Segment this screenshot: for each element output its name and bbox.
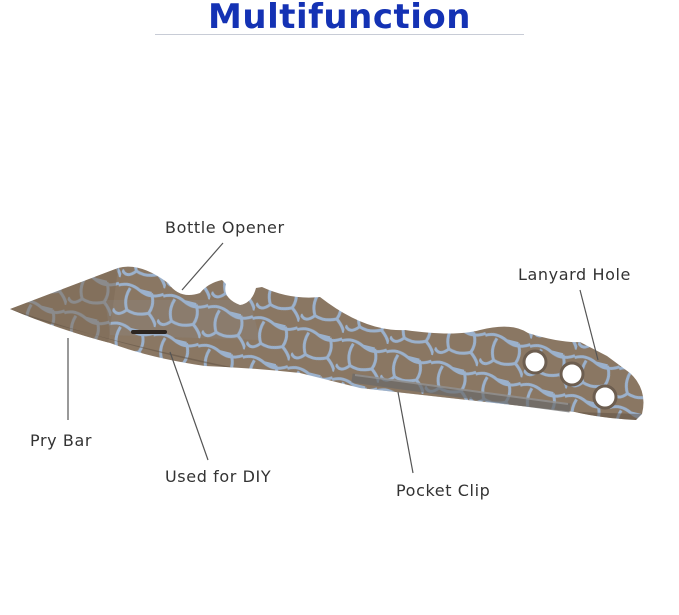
used-for-diy-leader (169, 351, 209, 461)
diy-slot (131, 330, 167, 334)
title-underline (155, 34, 524, 35)
label-pry-bar: Pry Bar (30, 431, 93, 450)
lanyard-hole-leader (579, 289, 599, 361)
bottle-opener-leader (181, 242, 224, 291)
lanyard-hole (592, 384, 618, 410)
lanyard-hole (522, 349, 548, 375)
lanyard-hole (559, 361, 585, 387)
label-lanyard-hole: Lanyard Hole (518, 265, 631, 284)
page-title: Multifunction (208, 0, 471, 37)
label-pocket-clip: Pocket Clip (396, 481, 491, 500)
pocket-clip-leader (397, 391, 414, 474)
label-used-for-diy: Used for DIY (165, 467, 272, 486)
label-bottle-opener: Bottle Opener (165, 218, 285, 237)
multitool-body (10, 266, 644, 420)
